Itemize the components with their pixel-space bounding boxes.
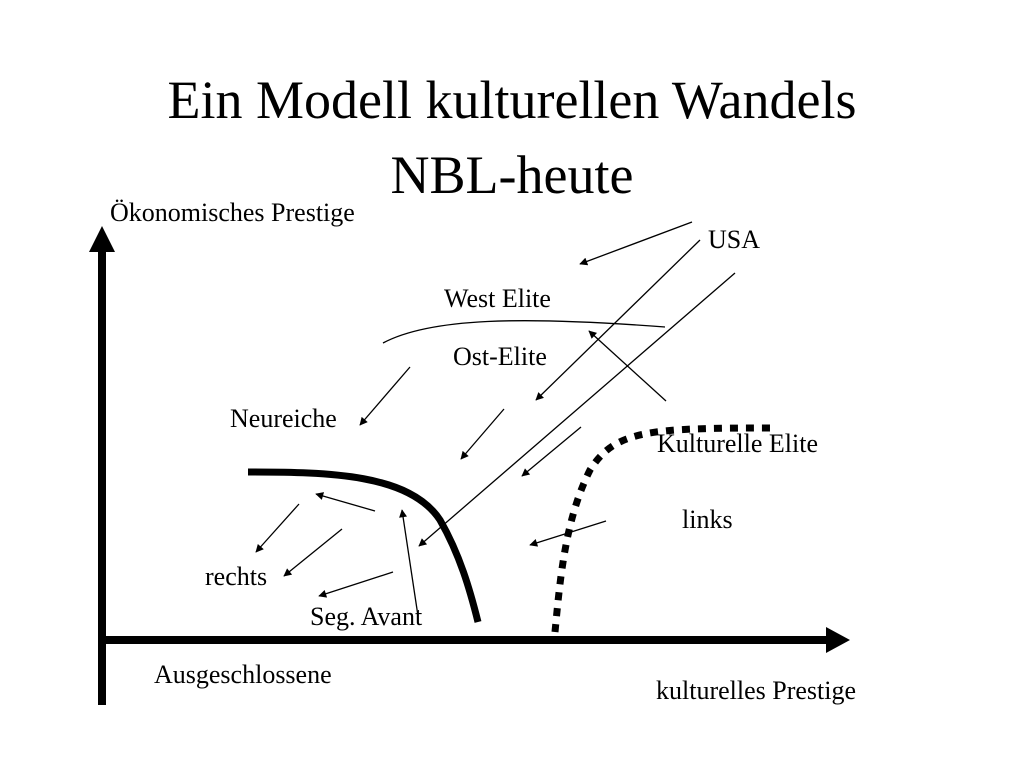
arrow-ost-down — [460, 408, 505, 460]
label-neureiche: Neureiche — [230, 404, 337, 433]
label-ausgeschlossene: Ausgeschlossene — [154, 660, 332, 689]
arrow-usa-to-west — [579, 221, 693, 266]
y-axis-arrowhead — [89, 226, 115, 252]
y-axis-label: Ökonomisches Prestige — [110, 198, 355, 227]
label-usa: USA — [708, 225, 761, 254]
elite-divider-curve — [382, 320, 666, 344]
slide-title-line1: Ein Modell kulturellen Wandels — [167, 70, 857, 130]
arrow-usa-to-ost — [535, 239, 701, 401]
rechts-frontier-curve — [247, 468, 482, 623]
arrow-inner-left — [315, 492, 376, 512]
x-axis-arrowhead — [826, 627, 850, 653]
label-seg-avant: Seg. Avant — [310, 602, 423, 631]
label-links: links — [682, 505, 733, 534]
label-ost-elite: Ost-Elite — [453, 342, 547, 371]
label-kulturelle-elite: Kulturelle Elite — [657, 429, 819, 458]
arrow-kultur-to-west — [588, 330, 667, 402]
arrow-to-rechts-2 — [283, 528, 343, 577]
label-rechts: rechts — [205, 562, 268, 591]
links-frontier-curve — [551, 424, 771, 633]
arrow-mid-down — [521, 426, 582, 477]
arrow-seg-up — [399, 509, 419, 617]
arrow-usa-to-curve — [418, 272, 736, 547]
arrow-to-rechts-1 — [255, 503, 300, 553]
arrow-links-left — [529, 520, 607, 547]
arrow-to-neureiche — [359, 366, 411, 426]
slide-title-line2: NBL-heute — [390, 145, 634, 205]
x-axis-label: kulturelles Prestige — [656, 676, 857, 705]
arrow-seg-to-left — [318, 571, 394, 598]
label-west-elite: West Elite — [444, 284, 551, 313]
